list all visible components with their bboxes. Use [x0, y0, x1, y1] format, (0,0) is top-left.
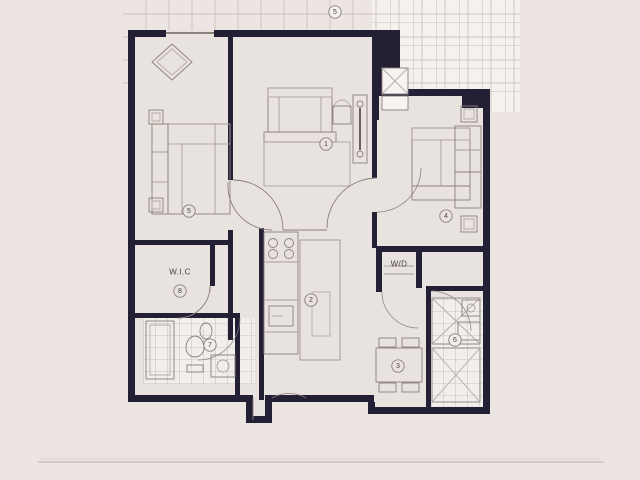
marker-dining: 3: [391, 359, 405, 373]
nightstand-second-top-furniture: [460, 105, 478, 123]
marker-wic-label: 8: [178, 288, 182, 295]
bed-second-furniture: [411, 127, 471, 201]
vanity-two-furniture: [457, 299, 481, 341]
side-table-diamond-icon: [151, 43, 193, 81]
tv-console-furniture: [352, 94, 368, 164]
marker-living-label: 1: [324, 141, 328, 148]
room-markers: 5 5 1 4 2 3 8 7: [173, 5, 462, 373]
shower-two-base: [431, 347, 481, 403]
wardrobe-second-furniture: [454, 125, 482, 209]
marker-bedroom-second-label: 4: [444, 213, 448, 220]
marker-bedroom-main: 5: [182, 204, 196, 218]
mirror-main: [199, 322, 213, 340]
marker-bathroom-main: 7: [203, 338, 217, 352]
sofa-furniture: [263, 87, 337, 143]
marker-bathroom-two: 6: [448, 333, 462, 347]
dining-table-furniture: [375, 347, 423, 383]
kitchen-island-furniture: [299, 239, 341, 361]
ottoman-furniture: [332, 105, 352, 125]
bathroom-two-tile: [430, 298, 490, 406]
marker-bathroom-main-label: 7: [208, 342, 212, 349]
interior-linework: [145, 32, 482, 420]
terrace-sliding-doors: [381, 67, 409, 111]
wic-label: W.I.C: [169, 268, 191, 277]
room-text-labels: W.I.C W/D: [169, 260, 407, 277]
nightstand-second-bottom-furniture: [460, 215, 478, 233]
toilet-main-furniture: [185, 335, 205, 373]
marker-bathroom-two-label: 6: [453, 337, 457, 344]
marker-bedroom-second: 4: [439, 209, 453, 223]
marker-bedroom-main-label: 5: [187, 208, 191, 215]
nightstand-main-top-furniture: [148, 109, 164, 125]
kitchen-counters: [263, 231, 299, 355]
nightstand-main-bottom-furniture: [148, 197, 164, 213]
marker-terrace-label: 5: [333, 9, 337, 16]
marker-dining-label: 3: [396, 363, 400, 370]
marker-kitchen: 2: [304, 293, 318, 307]
dining-chairs-furniture: [378, 337, 420, 393]
wd-label: W/D: [391, 260, 408, 269]
footer-divider: [38, 458, 604, 463]
marker-kitchen-label: 2: [309, 297, 313, 304]
marker-living: 1: [319, 137, 333, 151]
marker-terrace: 5: [328, 5, 342, 19]
vanity-main-furniture: [210, 354, 236, 378]
bed-main-furniture: [151, 123, 231, 215]
bathtub-furniture: [145, 320, 175, 380]
marker-wic: 8: [173, 284, 187, 298]
